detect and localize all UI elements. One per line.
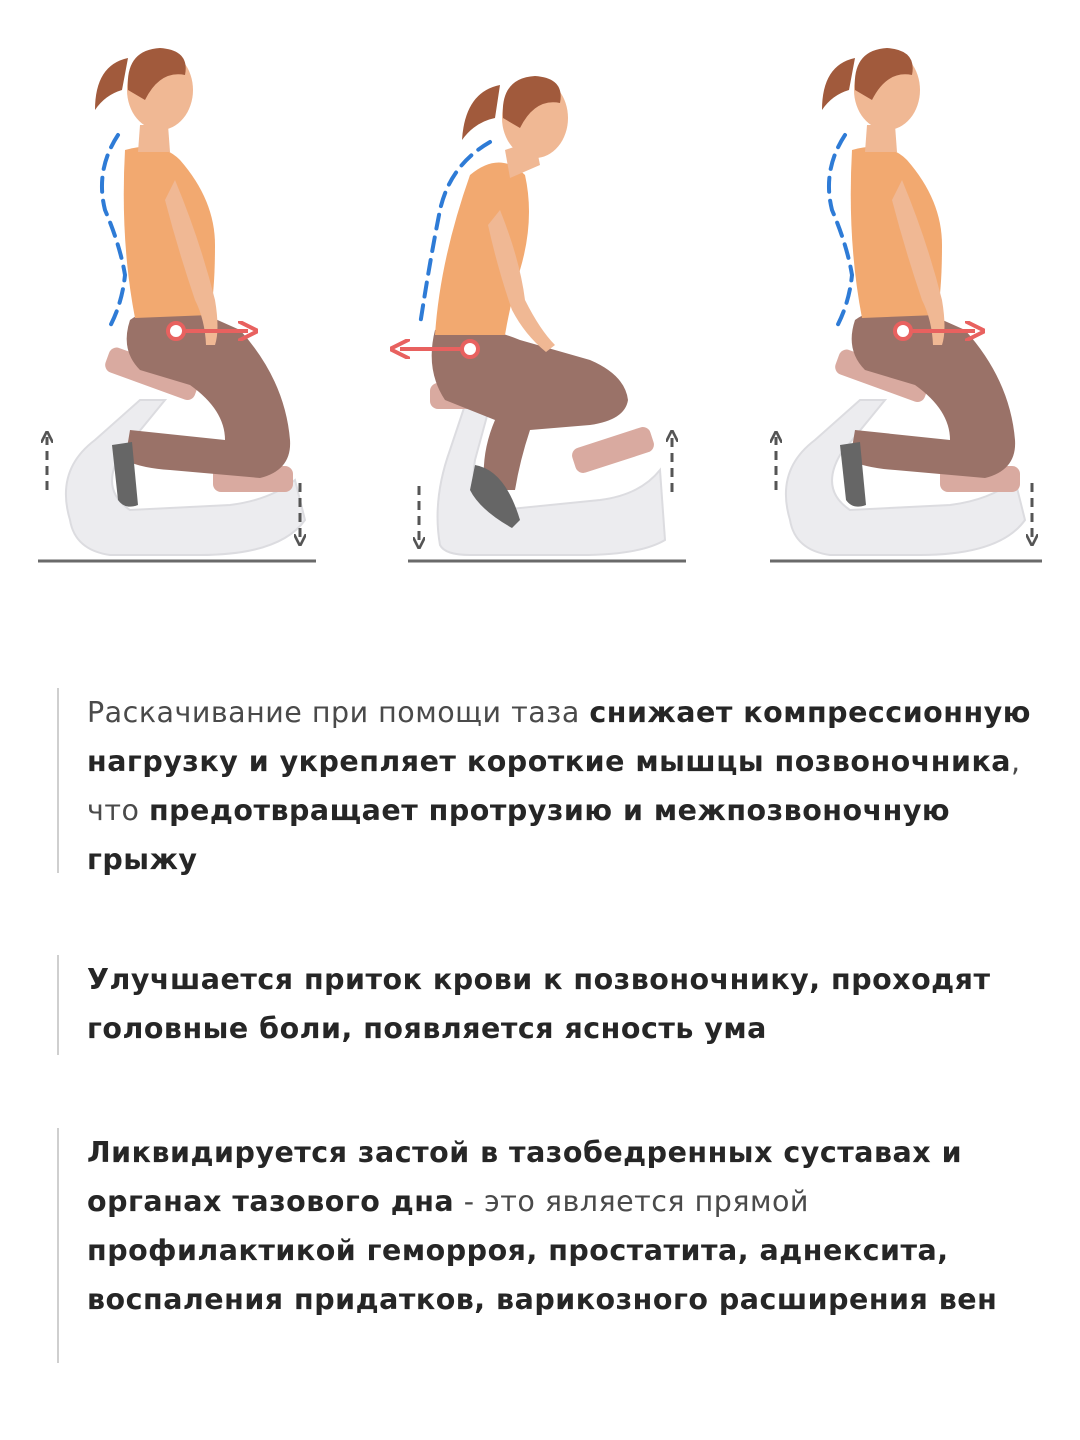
text-segment-bold: снижает компрессионную нагрузку и укрепл… [87, 696, 1031, 778]
benefit-block-3: Ликвидируется застой в тазобедренных сус… [57, 1128, 1047, 1363]
neck [138, 125, 170, 152]
benefit-block-2: Улучшается приток крови к позвоночнику, … [57, 955, 1047, 1055]
text-segment-bold: Ликвидируется застой в тазобедренных сус… [87, 1136, 963, 1218]
legs [125, 308, 291, 478]
figure-1 [38, 48, 316, 563]
chair-frame [64, 399, 307, 556]
spine-line [418, 140, 492, 327]
arm [892, 180, 945, 345]
spine-line [100, 133, 128, 332]
chair-seat [835, 349, 929, 403]
arm [165, 180, 218, 345]
figure-3 [770, 48, 1042, 563]
pelvis-dot [893, 321, 913, 341]
hair [854, 48, 913, 100]
text-segment-bold: предотвращает протрузию и межпозвоночную… [87, 794, 951, 876]
foot [470, 465, 520, 528]
chair-frame [436, 404, 667, 556]
neck [865, 125, 897, 152]
hair [127, 48, 186, 100]
arm [488, 210, 555, 352]
text-segment: Раскачивание при помощи таза [87, 696, 590, 729]
pelvis-dot [460, 339, 480, 359]
text-segment: , что [87, 745, 1021, 827]
benefit-text-3: Ликвидируется застой в тазобедренных сус… [87, 1128, 1047, 1324]
posture-illustration [38, 48, 1042, 563]
text-segment: - это является прямой [454, 1185, 809, 1218]
ponytail [822, 58, 855, 110]
ponytail [95, 58, 128, 110]
chair-seat [105, 347, 199, 401]
text-segment-bold: Улучшается приток крови к позвоночнику, … [87, 963, 991, 1045]
chair-knee-pad [572, 427, 654, 473]
benefit-text-1: Раскачивание при помощи таза снижает ком… [87, 688, 1047, 884]
benefit-block-1: Раскачивание при помощи таза снижает ком… [57, 688, 1047, 876]
hair [502, 76, 561, 128]
foot [112, 442, 138, 507]
foot [840, 442, 866, 507]
figure-2 [400, 76, 686, 563]
legs [850, 308, 1016, 478]
legs [431, 326, 628, 490]
text-segment-bold: профилактикой геморроя, простатита, адне… [87, 1234, 998, 1316]
torso [435, 162, 529, 335]
benefit-text-2: Улучшается приток крови к позвоночнику, … [87, 955, 1047, 1053]
spine-line [827, 133, 855, 332]
chair-frame [784, 399, 1027, 556]
pelvis-dot [166, 321, 186, 341]
ponytail [462, 85, 500, 140]
